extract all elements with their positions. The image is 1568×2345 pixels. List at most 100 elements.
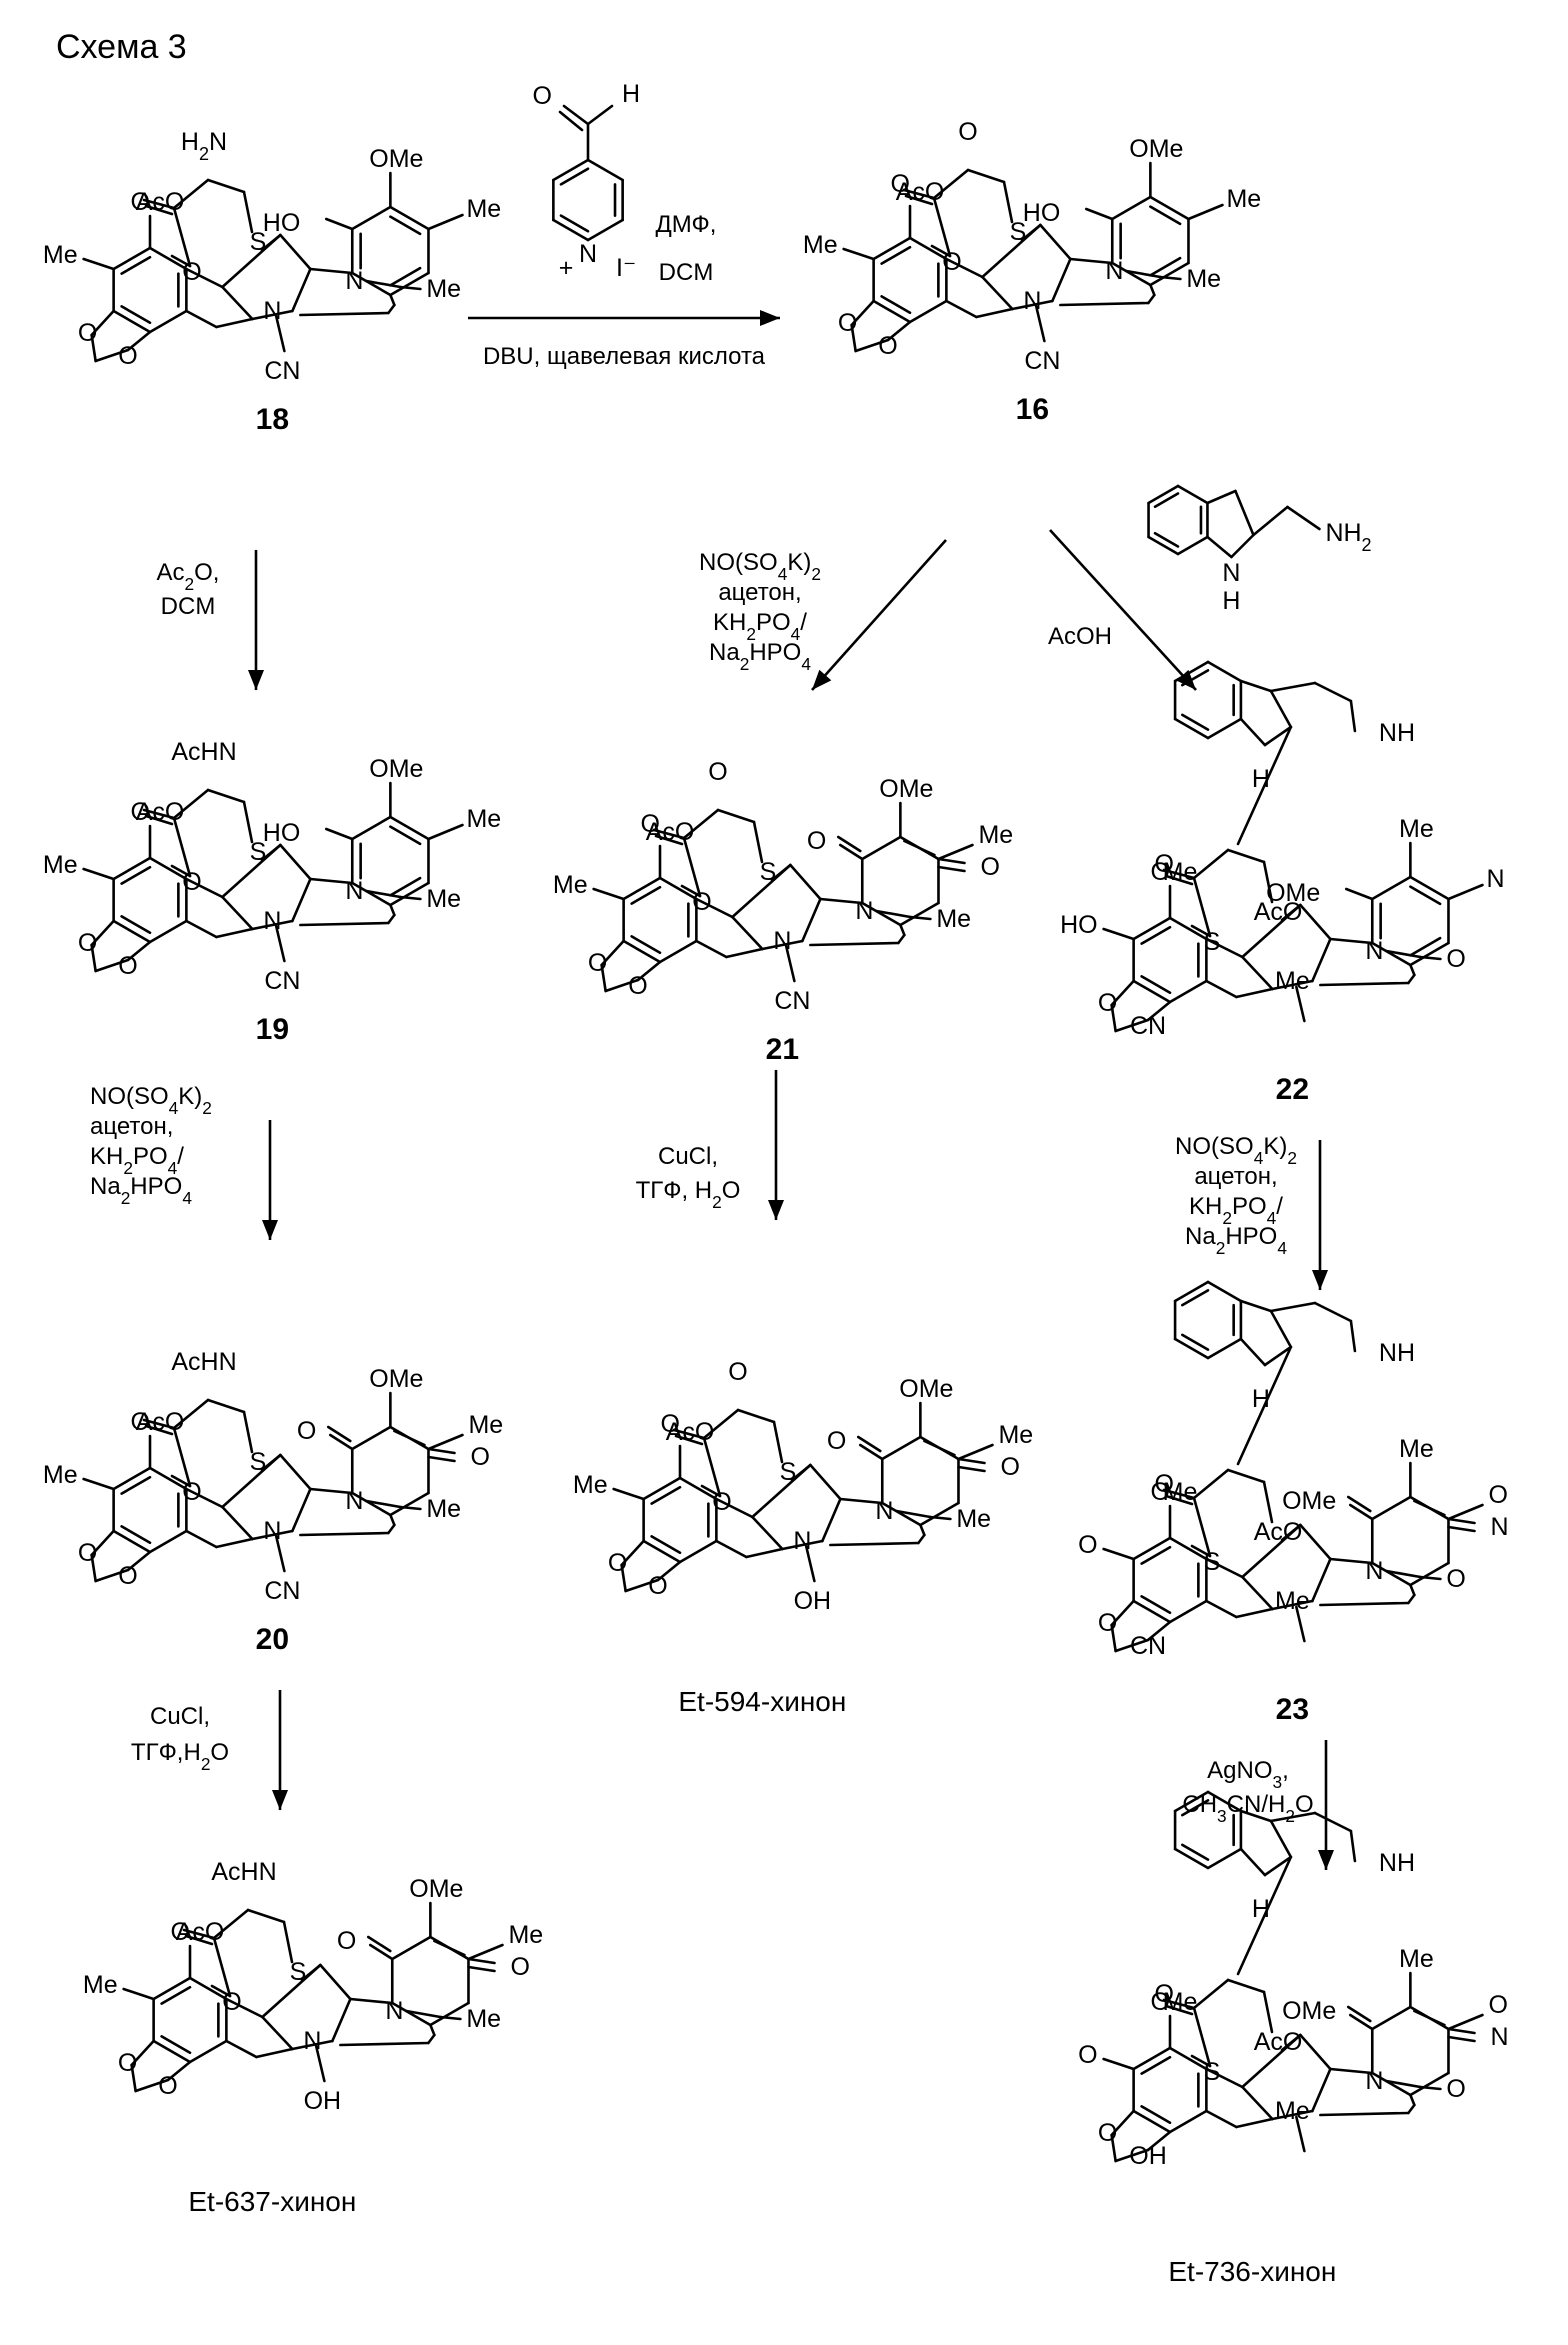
cEt594-atom-14: O	[648, 1572, 667, 1600]
c21-atom-11: N	[773, 927, 791, 955]
arrow-20-to-Et637	[272, 1690, 288, 1810]
cEt594-atom-8: Me	[998, 1421, 1033, 1449]
cEt637-atom-11: N	[303, 2027, 321, 2055]
cEt637-atom-3: S	[290, 1958, 307, 1986]
cEt637-atom-0: AcHN	[211, 1858, 276, 1886]
molecule-c23: NHHOOSAcOMeOOMeMeONNMeOOCN23	[1078, 1282, 1508, 1726]
cEt637-atom-12: Me	[466, 2005, 501, 2033]
c16-atom-10: N	[1023, 287, 1041, 315]
cEt637-atom-7: OMe	[409, 1875, 463, 1903]
cEt594-atom-11: N	[793, 1527, 811, 1555]
cEt594-atom-7: OMe	[899, 1375, 953, 1403]
c23-atom-12: N	[1365, 1557, 1383, 1585]
cEt594-atom-5: Me	[573, 1471, 608, 1499]
conditions-r7-line-3: Na2HPO4	[1185, 1223, 1287, 1258]
c16-atom-5: Me	[803, 231, 838, 259]
c19-atom-6: HO	[263, 819, 301, 847]
c21-atom-10: N	[855, 897, 873, 925]
c23-atom-1: H	[1252, 1385, 1270, 1413]
arrow-18-to-19	[248, 550, 264, 690]
conditions-r9-line-0: AgNO3,	[1207, 1757, 1289, 1792]
cEt637-atom-8: Me	[508, 1921, 543, 1949]
c16-atom-4: AcO	[896, 178, 945, 206]
cEt736-atom-5: AcO	[1254, 2028, 1303, 2056]
cEt637-atom-5: Me	[83, 1971, 118, 1999]
c19-atom-5: Me	[43, 851, 78, 879]
conditions-r6: CuCl,ТГФ, H2O	[636, 1143, 741, 1212]
c19-atom-7: OMe	[369, 755, 423, 783]
cEt736-atom-4: S	[1204, 2058, 1221, 2086]
c22-atom-11: N	[1365, 937, 1383, 965]
c23-atom-13: Me	[1275, 1587, 1310, 1615]
cEt736-atom-9: Me	[1399, 1945, 1434, 1973]
c23-atom-8: OMe	[1282, 1487, 1336, 1515]
c16-atom-12: O	[838, 309, 857, 337]
c19-atom-12: O	[78, 929, 97, 957]
cEt594-atom-0: O	[728, 1358, 747, 1386]
c21-atom-15: CN	[774, 987, 810, 1015]
arrow-23-to-Et736	[1318, 1740, 1334, 1870]
compound-name-cEt736: Et-736-хинон	[1168, 2256, 1336, 2287]
conditions-r8: CuCl,ТГФ,H2O	[131, 1703, 229, 1774]
c19-atom-11: Me	[426, 885, 461, 913]
pyridinium-atom-4: I⁻	[616, 254, 636, 282]
cEt736-atom-1: H	[1252, 1895, 1270, 1923]
c19-atom-0: AcHN	[171, 738, 236, 766]
conditions-r5: NO(SO4K)2ацетон,KH2PO4/Na2HPO4	[90, 1083, 212, 1208]
compound-number-c16: 16	[1016, 393, 1049, 426]
conditions-r2-line-1: DCM	[161, 593, 216, 620]
compound-number-c19: 19	[256, 1013, 289, 1046]
c18-atom-9: N	[345, 267, 363, 295]
c21-atom-6: O	[807, 827, 826, 855]
pyridinium-aldehyde-reagent: OHN+I⁻	[533, 80, 641, 282]
cEt736-atom-15: O	[1098, 2119, 1117, 2147]
c20-atom-12: Me	[426, 1495, 461, 1523]
pyridinium-atom-1: H	[622, 80, 640, 108]
cEt594-atom-15: OH	[794, 1587, 832, 1615]
c21-atom-14: O	[628, 972, 647, 1000]
c19-atom-10: N	[263, 907, 281, 935]
c21-atom-8: Me	[978, 821, 1013, 849]
c20-atom-6: O	[297, 1417, 316, 1445]
pyridinium-atom-3: +	[559, 254, 574, 282]
c21-atom-7: OMe	[879, 775, 933, 803]
compound-number-c18: 18	[256, 403, 289, 436]
c22-atom-14: O	[1098, 989, 1117, 1017]
c16-atom-7: OMe	[1129, 135, 1183, 163]
c19-atom-8: Me	[466, 805, 501, 833]
tryptamine-reagent: NH2NH	[1149, 486, 1372, 615]
cEt736-atom-6: Me	[1163, 1988, 1198, 2016]
c21-atom-12: Me	[936, 905, 971, 933]
c22-atom-7: HO	[1060, 911, 1098, 939]
c16-atom-0: O	[958, 118, 977, 146]
tryptamine-atom-2: H	[1222, 587, 1240, 615]
c23-atom-16: CN	[1130, 1632, 1166, 1660]
c18-atom-14: CN	[264, 357, 300, 385]
cEt736-atom-10: O	[1488, 1991, 1507, 2019]
c20-atom-14: O	[118, 1562, 137, 1590]
c22-atom-15: CN	[1130, 1012, 1166, 1040]
conditions-r3-line-3: Na2HPO4	[709, 639, 811, 674]
c18-atom-5: Me	[43, 241, 78, 269]
arrow-21-to-Et594	[768, 1070, 784, 1220]
c18-atom-0: H2N	[181, 128, 227, 164]
c22-atom-9: Me	[1399, 815, 1434, 843]
c18-atom-7: OMe	[369, 145, 423, 173]
c18-atom-12: O	[78, 319, 97, 347]
conditions-r1-line-1: DCM	[659, 259, 714, 286]
cEt594-atom-13: O	[608, 1549, 627, 1577]
cEt594-atom-9: O	[1000, 1453, 1019, 1481]
molecule-c21: OOOSAcOMeOOMeMeONNMeOOCN21	[553, 758, 1013, 1066]
cEt637-atom-6: O	[337, 1927, 356, 1955]
c16-atom-2: O	[942, 248, 961, 276]
c20-atom-11: N	[263, 1517, 281, 1545]
cEt736-atom-12: N	[1365, 2067, 1383, 2095]
c23-atom-6: Me	[1163, 1478, 1198, 1506]
conditions-r4: AcOH	[1048, 623, 1112, 650]
c16-atom-11: Me	[1186, 265, 1221, 293]
c23-atom-4: S	[1204, 1548, 1221, 1576]
compound-name-cEt594: Et-594-хинон	[678, 1686, 846, 1717]
c22-atom-13: O	[1446, 945, 1465, 973]
c16-atom-13: O	[878, 332, 897, 360]
